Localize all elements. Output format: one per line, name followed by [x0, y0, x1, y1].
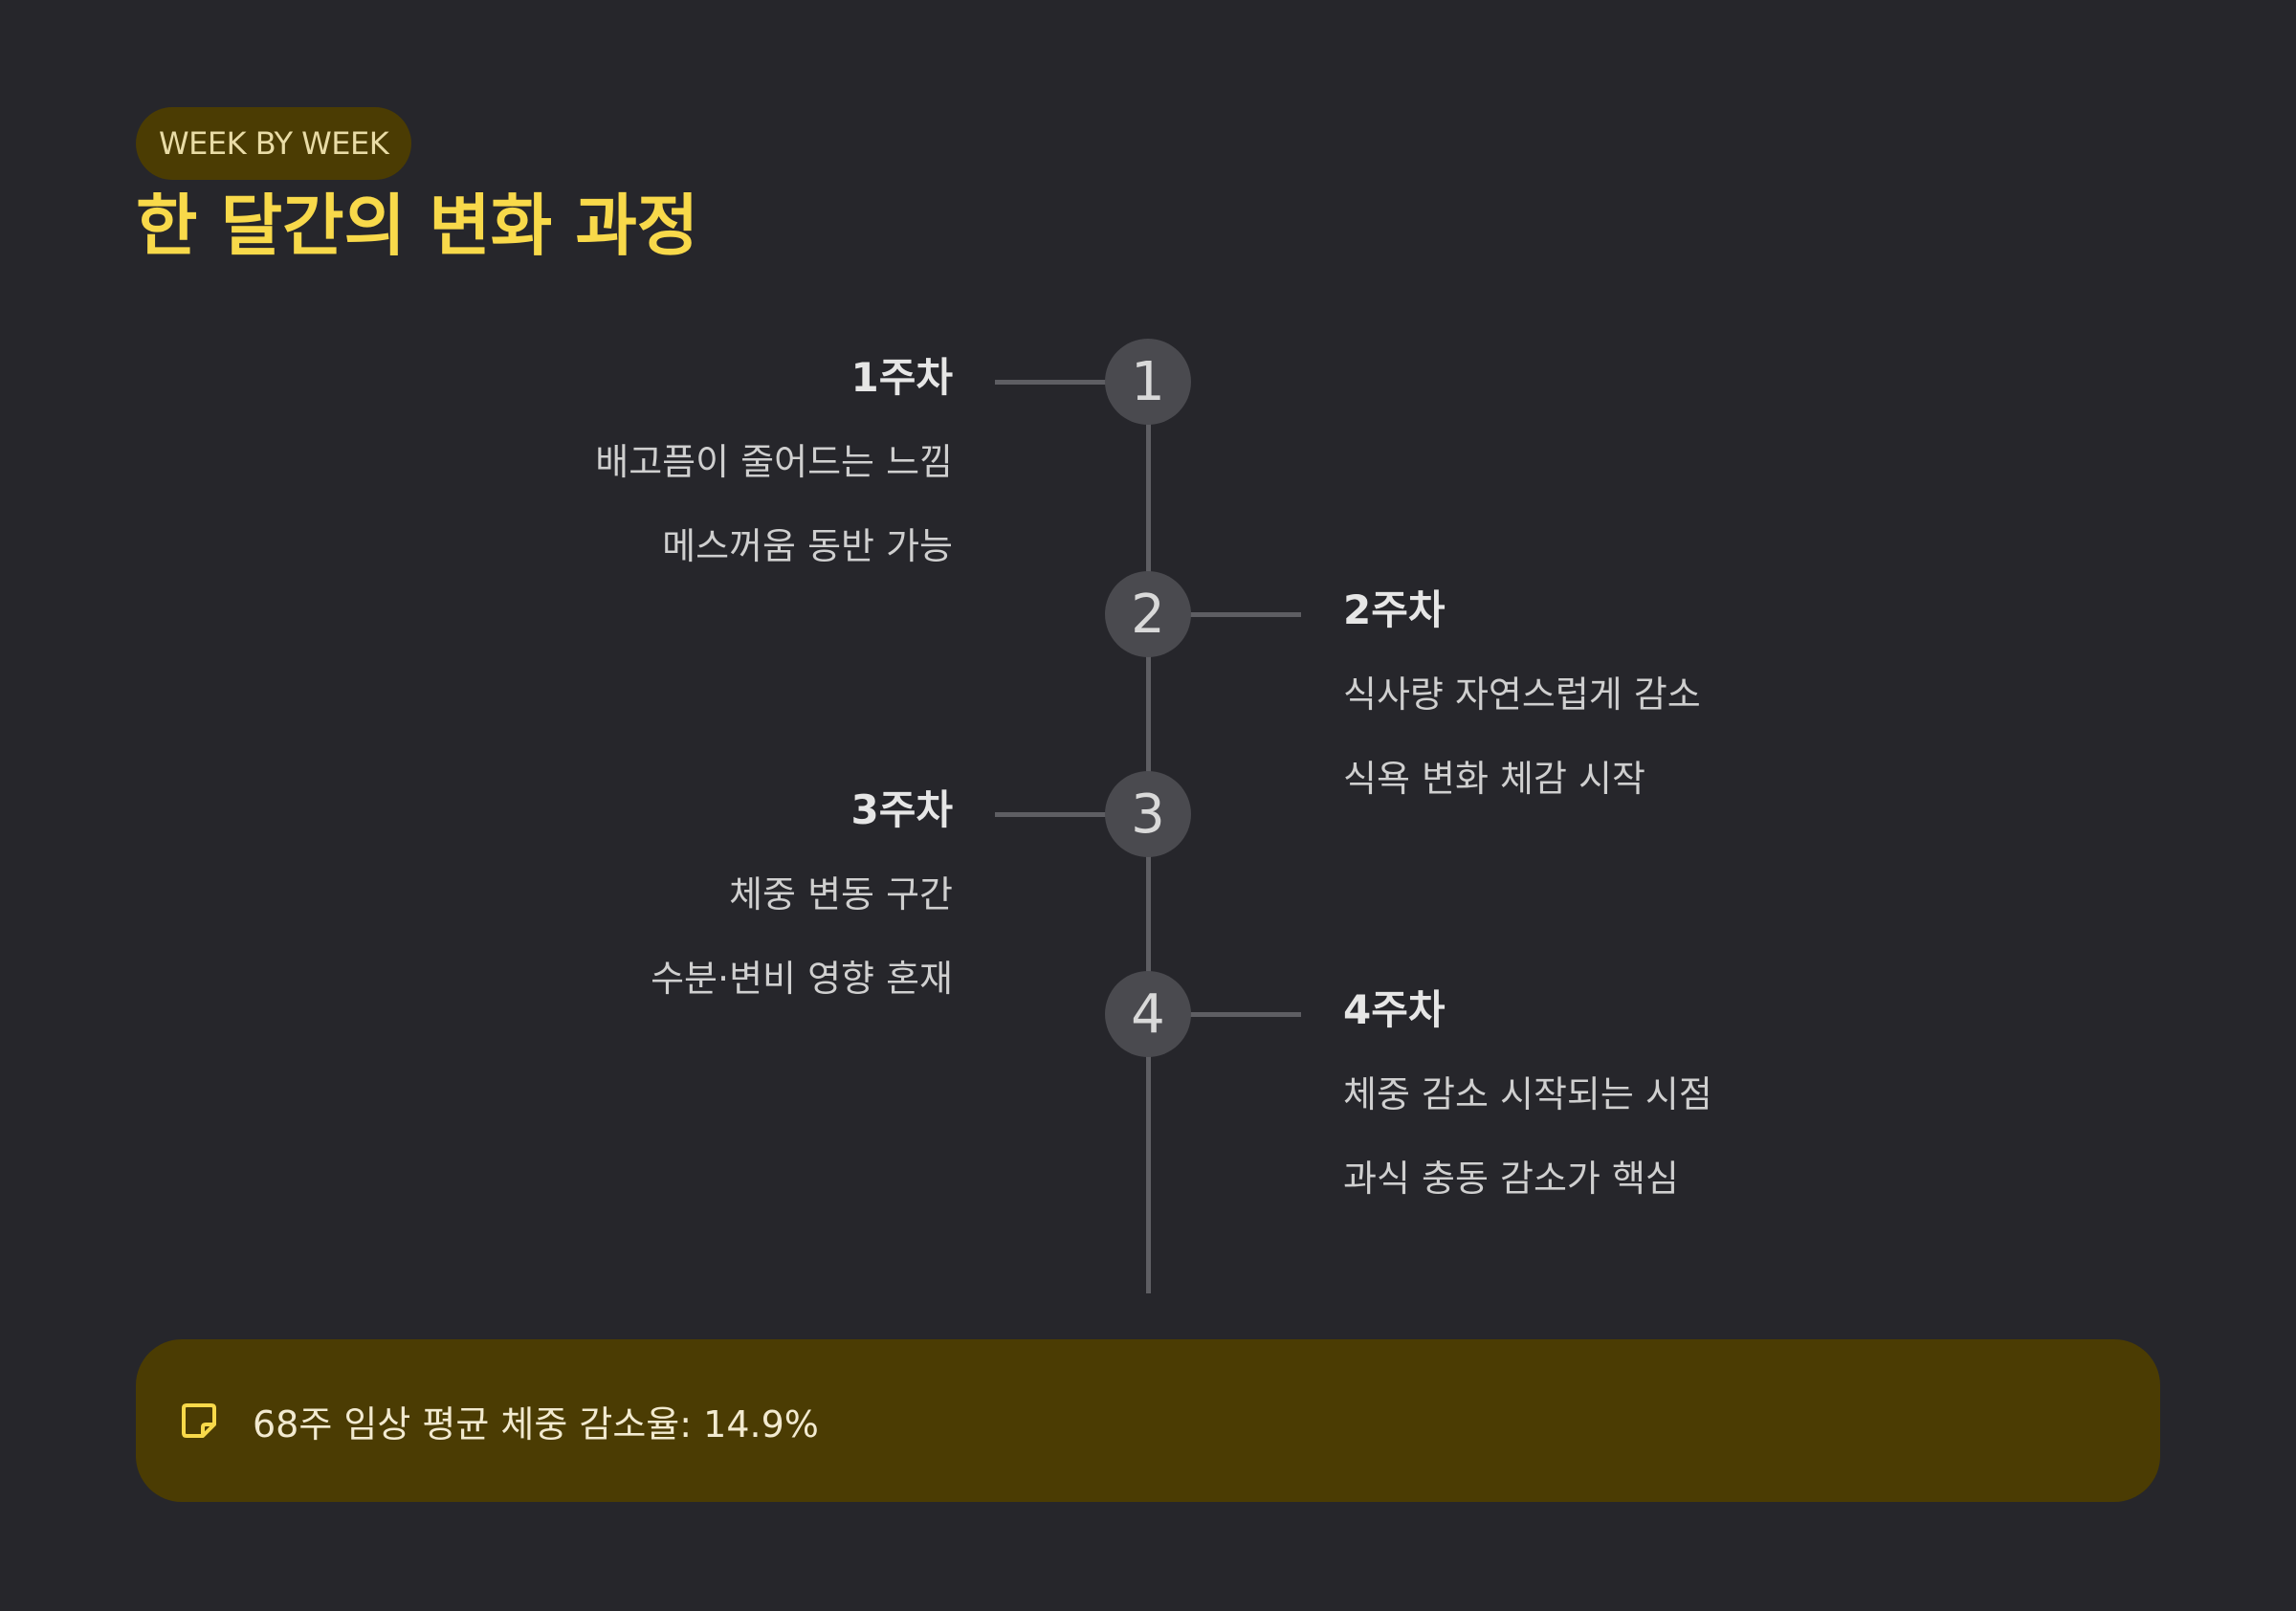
week-title: 2주차 — [1343, 586, 1446, 633]
sticky-note-icon — [182, 1403, 216, 1438]
summary-note-text: 68주 임상 평균 체중 감소율: 14.9% — [253, 1402, 819, 1445]
timeline-entry-week-1: 1주차 배고픔이 줄어드는 느낌 메스꺼움 동반 가능 — [595, 354, 953, 567]
week-title: 1주차 — [850, 354, 953, 401]
timeline-node-2: 2 — [1105, 571, 1191, 657]
week-detail: 수분·변비 영향 혼재 — [651, 958, 953, 1000]
section-badge-label: WEEK BY WEEK — [159, 125, 389, 162]
week-detail: 체중 변동 구간 — [729, 873, 953, 916]
timeline-node-4: 4 — [1105, 971, 1191, 1057]
week-detail: 메스꺼움 동반 가능 — [662, 525, 953, 567]
timeline-entry-week-3: 3주차 체중 변동 구간 수분·변비 영향 혼재 — [651, 786, 953, 1000]
section-badge: WEEK BY WEEK — [136, 107, 412, 180]
timeline-node-3: 3 — [1105, 771, 1191, 857]
week-detail: 체중 감소 시작되는 시점 — [1343, 1073, 1712, 1115]
summary-note: 68주 임상 평균 체중 감소율: 14.9% — [136, 1339, 2160, 1502]
week-detail: 배고픔이 줄어드는 느낌 — [595, 441, 953, 483]
timeline-entry-week-2: 2주차 식사량 자연스럽게 감소 식욕 변화 체감 시작 — [1343, 586, 1701, 800]
page-title: 한 달간의 변화 과정 — [136, 187, 699, 265]
week-detail: 식사량 자연스럽게 감소 — [1343, 673, 1701, 716]
timeline-connector-1 — [995, 380, 1110, 385]
week-detail: 식욕 변화 체감 시작 — [1343, 758, 1645, 800]
timeline-node-1: 1 — [1105, 339, 1191, 425]
timeline-connector-4 — [1186, 1012, 1301, 1017]
timeline-connector-2 — [1186, 612, 1301, 617]
week-title: 4주차 — [1343, 986, 1446, 1033]
timeline-connector-3 — [995, 812, 1110, 817]
week-title: 3주차 — [850, 786, 953, 833]
week-detail: 과식 충동 감소가 핵심 — [1343, 1158, 1679, 1200]
timeline-entry-week-4: 4주차 체중 감소 시작되는 시점 과식 충동 감소가 핵심 — [1343, 986, 1712, 1200]
